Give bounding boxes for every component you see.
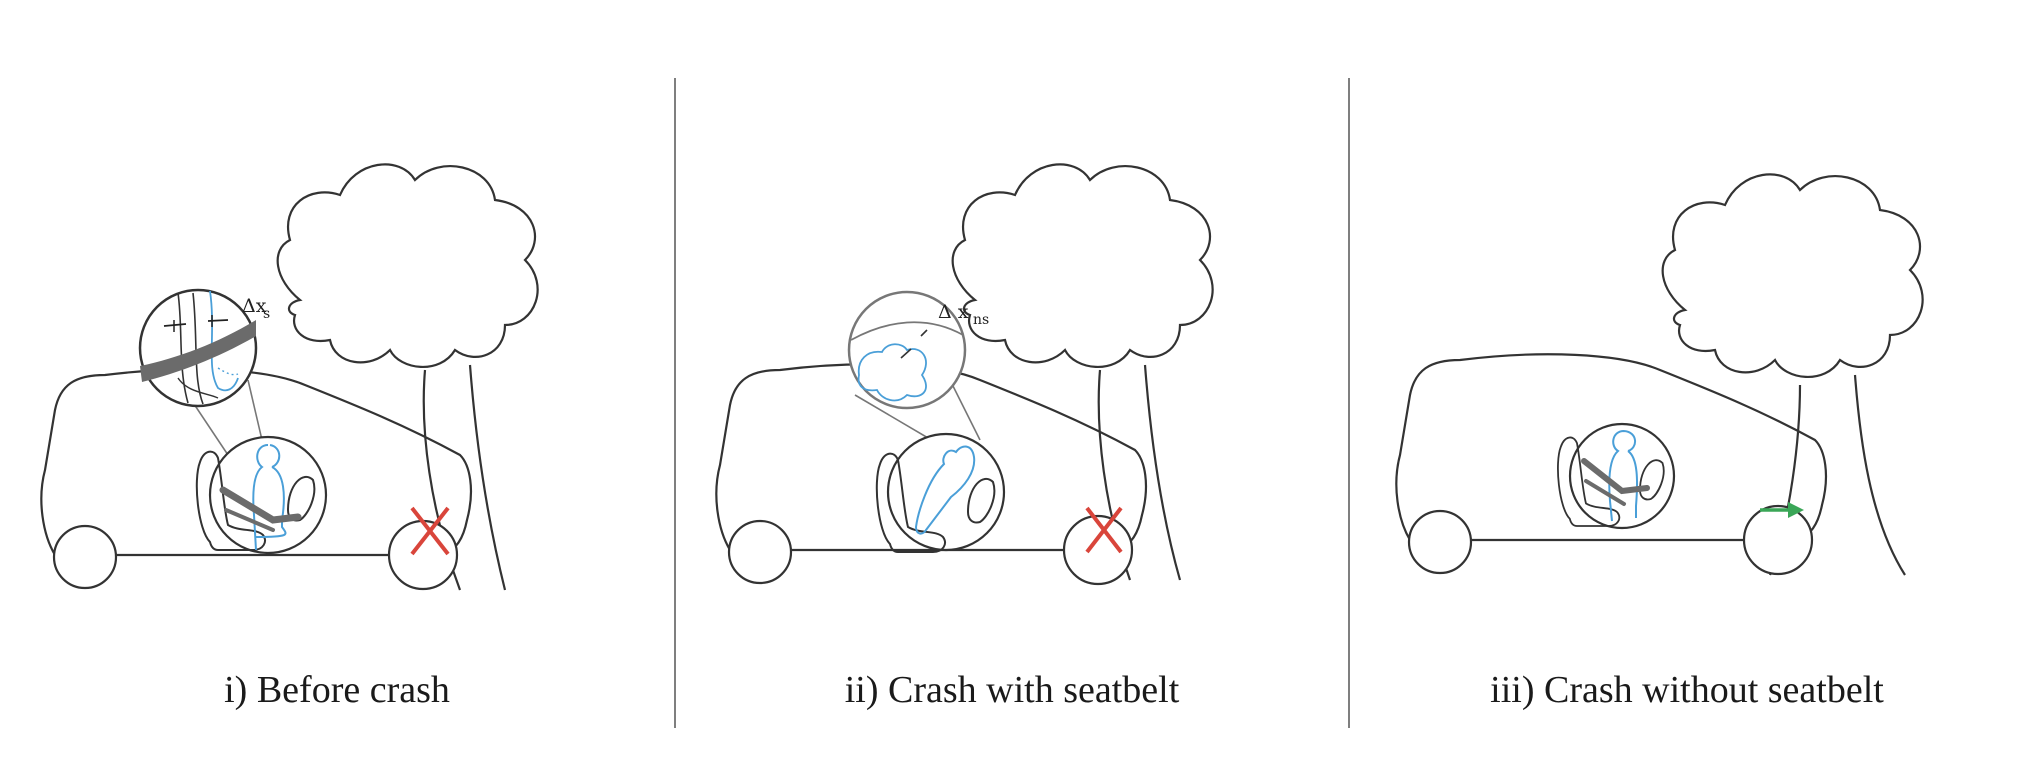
occupant (914, 445, 976, 535)
panel-crash-with-seatbelt: Δ x ns (715, 163, 1214, 586)
occupant (1608, 430, 1638, 522)
caption-before-crash: i) Before crash (224, 669, 450, 711)
occupant-forward-zoom (847, 290, 967, 410)
impact-arrow (1760, 502, 1804, 518)
impact-x-mark (1085, 506, 1123, 554)
delta-xns-label: Δ x (938, 301, 969, 323)
panel-before-crash: Δx s (40, 163, 539, 591)
delta-xs-label: Δx (242, 295, 267, 317)
seatbelt (1581, 458, 1650, 495)
occupant-zoom (195, 435, 328, 555)
seatbelt (219, 486, 302, 524)
occupant (252, 444, 287, 551)
panel-crash-without-seatbelt (1395, 173, 1924, 576)
delta-xs-subscript: s (263, 306, 270, 322)
belt-gap-zoom (138, 288, 258, 408)
impact-x-mark (410, 506, 450, 556)
occupant-zoom (1557, 422, 1676, 530)
delta-xns-subscript: ns (973, 312, 989, 328)
caption-crash-without-seatbelt: iii) Crash without seatbelt (1490, 669, 1884, 711)
caption-crash-with-seatbelt: ii) Crash with seatbelt (844, 669, 1180, 711)
occupant-zoom (875, 432, 1006, 553)
